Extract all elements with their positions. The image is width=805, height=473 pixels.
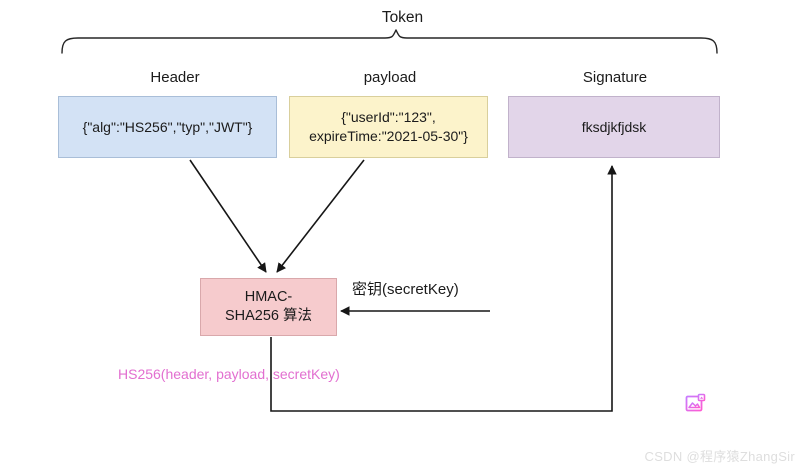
hmac-algorithm-box: HMAC- SHA256 算法 bbox=[200, 278, 337, 336]
token-title: Token bbox=[381, 9, 424, 26]
csdn-watermark: CSDN @程序猿ZhangSir bbox=[644, 449, 795, 464]
arrow-payload-to-hmac bbox=[276, 159, 365, 273]
payload-section-label: payload bbox=[363, 69, 417, 86]
signature-value-text: fksdjkfjdsk bbox=[581, 118, 647, 135]
hmac-algorithm-line-2: SHA256 算法 bbox=[224, 308, 313, 324]
payload-value-line-2: expireTime:"2021-05-30"} bbox=[309, 128, 468, 144]
header-value-text: {"alg":"HS256","typ","JWT"} bbox=[82, 118, 253, 135]
image-icon[interactable] bbox=[684, 392, 708, 416]
signature-value-box: fksdjkfjdsk bbox=[508, 96, 720, 158]
hmac-algorithm-text: HMAC- SHA256 算法 bbox=[225, 288, 312, 326]
arrow-header-to-hmac bbox=[189, 159, 267, 273]
token-bracket bbox=[61, 29, 718, 54]
signature-section-label: Signature bbox=[582, 69, 648, 86]
header-section-label: Header bbox=[150, 69, 200, 86]
hs256-formula-label: HS256(header, payload, secretKey) bbox=[118, 366, 340, 382]
secret-key-label: 密钥(secretKey) bbox=[352, 281, 459, 298]
header-value-box: {"alg":"HS256","typ","JWT"} bbox=[58, 96, 277, 158]
payload-value-line-1: {"userId":"123", bbox=[341, 109, 436, 126]
payload-value-text: {"userId":"123", expireTime:"2021-05-30"… bbox=[309, 108, 468, 146]
hmac-algorithm-line-1: HMAC- bbox=[244, 289, 293, 306]
payload-value-box: {"userId":"123", expireTime:"2021-05-30"… bbox=[289, 96, 488, 158]
